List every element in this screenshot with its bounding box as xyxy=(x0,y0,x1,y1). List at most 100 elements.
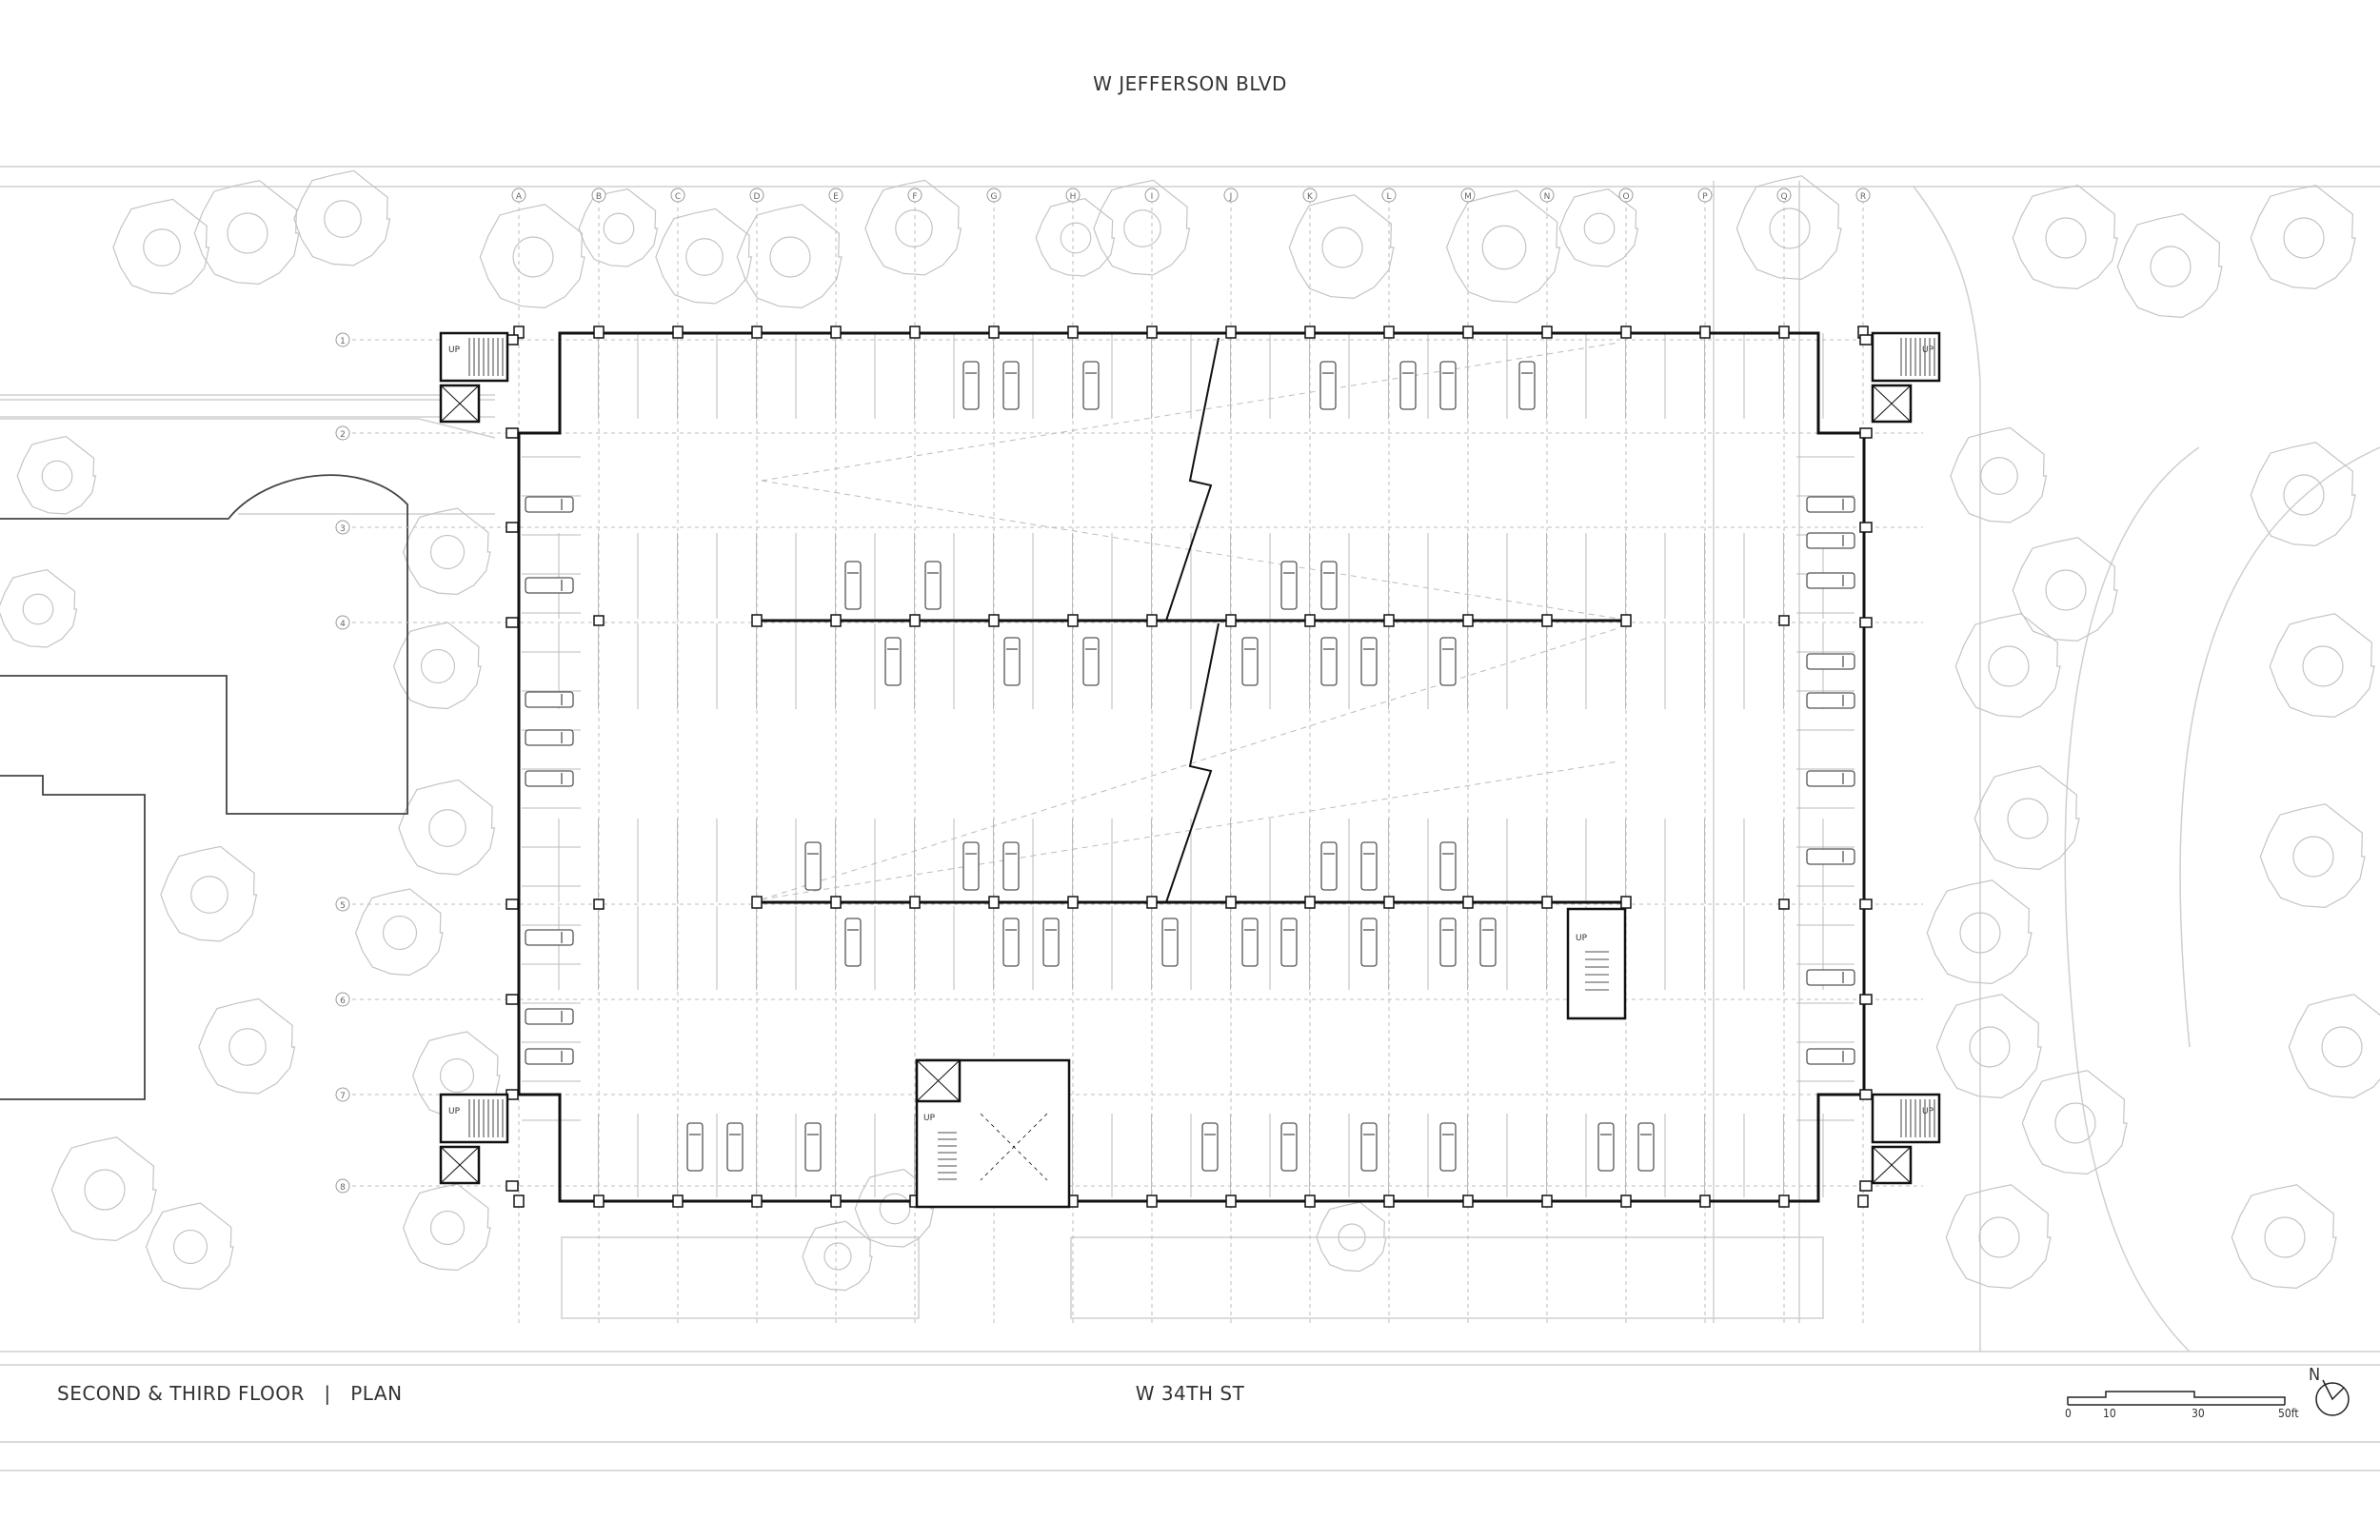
grid-bubble-column-label: K xyxy=(1307,192,1314,202)
column xyxy=(1859,522,1873,533)
column xyxy=(1541,896,1553,909)
tree-canopy xyxy=(1445,189,1561,304)
car xyxy=(525,1008,574,1025)
tree-inner xyxy=(228,1028,267,1066)
column xyxy=(1859,617,1873,628)
tree-canopy xyxy=(802,1220,873,1292)
tree-canopy xyxy=(145,1202,234,1291)
tree-canopy xyxy=(2269,613,2375,719)
north-arrow-label: N xyxy=(2309,1365,2321,1385)
building-outline xyxy=(517,331,1866,1203)
car xyxy=(1806,770,1855,787)
grid-bubble-column-label: J xyxy=(1229,192,1233,202)
grid-bubble-column xyxy=(1618,188,1634,203)
plan-title: SECOND & THIRD FLOOR | PLAN xyxy=(57,1382,403,1405)
tree-canopy xyxy=(402,1183,491,1272)
grid-bubble-column-label: E xyxy=(833,192,839,202)
tree-canopy xyxy=(655,207,753,305)
car xyxy=(1002,361,1020,410)
column xyxy=(1146,326,1158,339)
tree-inner xyxy=(190,876,228,914)
tree-canopy xyxy=(198,997,296,1095)
tree-inner xyxy=(769,236,811,278)
tree-canopy xyxy=(1973,765,2080,871)
tree-inner xyxy=(1959,912,2001,954)
car xyxy=(1806,572,1855,589)
tree-canopy xyxy=(398,779,496,876)
grid-bubble-column xyxy=(986,188,1002,203)
car xyxy=(1360,1122,1378,1172)
south-core-void xyxy=(980,1113,1048,1181)
car xyxy=(1241,918,1259,967)
elevator-x xyxy=(1872,385,1912,423)
column xyxy=(1462,896,1474,909)
grid-bubble-column-label: D xyxy=(754,192,761,202)
tree-inner xyxy=(1583,212,1616,245)
car xyxy=(1439,1122,1457,1172)
column xyxy=(1146,614,1158,627)
tree-canopy xyxy=(1735,175,1842,281)
tree-inner xyxy=(428,809,466,847)
plan-title-floor: SECOND & THIRD FLOOR xyxy=(57,1382,305,1405)
car xyxy=(1806,532,1855,549)
grid-bubble-column xyxy=(1855,188,1871,203)
tree-inner xyxy=(2045,569,2087,611)
tree-canopy xyxy=(2012,537,2118,642)
tree-inner xyxy=(895,209,933,247)
site-road-curve xyxy=(2064,446,2200,1352)
column xyxy=(1304,326,1316,339)
car xyxy=(1518,361,1536,410)
parked-cars xyxy=(525,361,1855,1172)
grid-bubble-column-label: Q xyxy=(1780,192,1787,202)
column xyxy=(1383,1194,1395,1208)
car xyxy=(525,929,574,946)
tree-inner xyxy=(1969,1026,2011,1068)
site-planter xyxy=(1070,1236,1824,1319)
column xyxy=(513,1194,525,1208)
site-drive xyxy=(0,394,496,439)
car xyxy=(1806,848,1855,865)
column xyxy=(1699,326,1711,339)
car xyxy=(1806,496,1855,513)
tree-canopy xyxy=(1950,426,2048,523)
tree-inner xyxy=(324,200,362,238)
scale-tick-0: 0 xyxy=(2065,1407,2072,1420)
stair-up-label: UP xyxy=(1922,1107,1934,1116)
grid-bubble-column-label: N xyxy=(1544,192,1551,202)
car xyxy=(804,1122,822,1172)
tree-inner xyxy=(143,228,181,267)
column xyxy=(1225,326,1237,339)
grid-bubble-row xyxy=(335,992,350,1007)
car xyxy=(1439,361,1457,410)
tree-canopy xyxy=(1035,197,1116,277)
tree-canopy xyxy=(1954,613,2061,719)
grid-bubble-row xyxy=(335,1087,350,1102)
tree-canopy xyxy=(354,888,444,977)
structural-grid xyxy=(352,200,1923,1323)
tree-inner xyxy=(429,534,466,570)
car xyxy=(1806,969,1855,986)
tree-canopy xyxy=(1288,194,1395,300)
column xyxy=(1859,1180,1873,1192)
column xyxy=(1462,1194,1474,1208)
column xyxy=(751,614,763,627)
tree-canopy xyxy=(402,507,491,596)
tree-inner xyxy=(1769,207,1811,249)
grid-bubble-row-label: 3 xyxy=(340,524,346,534)
grid-bubble-column xyxy=(1697,188,1713,203)
grid-bubble-column-label: A xyxy=(516,192,523,202)
car xyxy=(1280,561,1298,610)
car xyxy=(844,918,862,967)
car xyxy=(924,561,942,610)
tree-inner xyxy=(172,1229,208,1265)
tree-canopy xyxy=(112,198,210,295)
column xyxy=(1859,994,1873,1005)
car xyxy=(1319,361,1337,410)
grid-bubble-column xyxy=(828,188,843,203)
car xyxy=(1002,841,1020,891)
column xyxy=(506,522,519,533)
grid-bubble-column xyxy=(1302,188,1318,203)
tree-canopy xyxy=(2259,803,2366,909)
tree-inner xyxy=(1321,227,1363,268)
column xyxy=(1067,614,1079,627)
